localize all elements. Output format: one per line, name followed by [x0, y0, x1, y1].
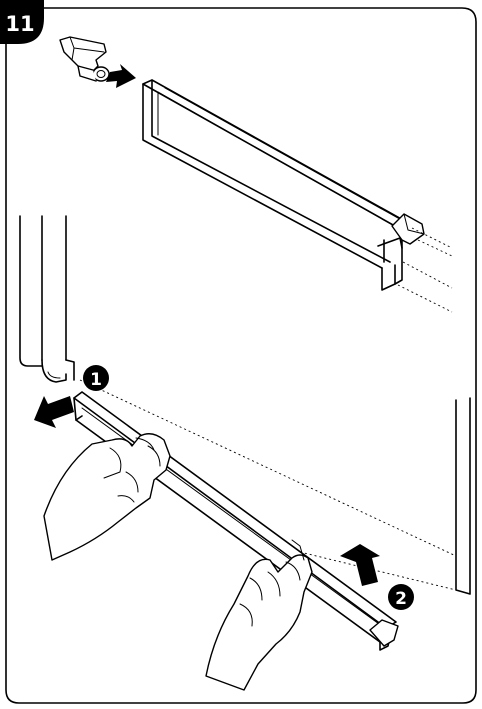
figure-frame: [5, 7, 477, 704]
callout-1-label: 1: [90, 370, 102, 390]
insert-arrow-top: [106, 64, 136, 88]
left-hand: [43, 433, 171, 561]
end-cap-part: [59, 36, 110, 82]
glass-panel: [79, 379, 471, 595]
step-badge: 11: [0, 0, 44, 44]
right-hand: [205, 539, 313, 691]
callout-2-label: 2: [395, 589, 407, 609]
push-arrow-left: [34, 396, 74, 428]
bottom-rail: [73, 391, 399, 651]
callout-1: 1: [83, 365, 109, 391]
lift-arrow-up: [340, 544, 380, 586]
step-number: 11: [5, 12, 34, 36]
side-frame: [19, 215, 75, 383]
track-profile: [142, 79, 453, 313]
callout-2: 2: [388, 584, 414, 610]
